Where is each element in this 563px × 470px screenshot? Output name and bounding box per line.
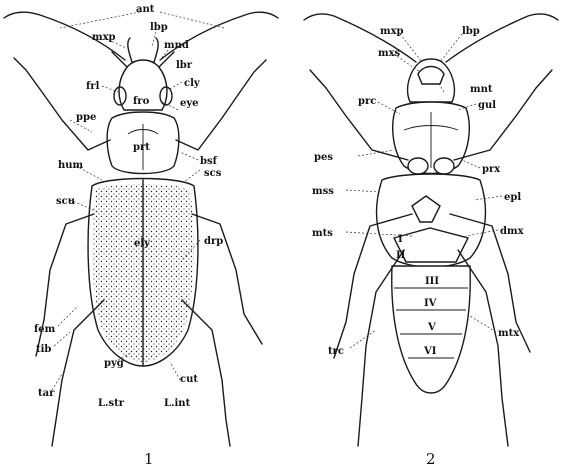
label2-prx: prx — [482, 164, 501, 175]
label-frl: frl — [86, 81, 100, 92]
label-fem: fem — [34, 324, 56, 335]
right-antenna — [160, 12, 278, 60]
label2-mxs: mxs — [378, 48, 401, 59]
label-lbp: lbp — [150, 22, 168, 33]
label-mnd: mnd — [164, 40, 189, 51]
label-lbr: lbr — [176, 60, 193, 71]
sternite-II: II — [396, 250, 406, 261]
sternite-I: I — [398, 234, 403, 245]
label2-mxp: mxp — [380, 26, 404, 37]
label2-lbp: lbp — [462, 26, 480, 37]
front-coxa-left — [408, 158, 428, 174]
label-l-str: L.str — [98, 398, 125, 409]
label-scs: scs — [204, 168, 222, 179]
label2-gul: gul — [478, 100, 496, 111]
label-ely: ely — [134, 238, 151, 249]
mouthparts — [418, 67, 444, 85]
sternite-VI: VI — [423, 346, 437, 357]
sternite-IV: IV — [424, 298, 437, 309]
right-mandible — [154, 38, 158, 62]
figure-2-number: 2 — [426, 450, 436, 468]
label-pyg: pyg — [104, 358, 124, 369]
label-ant: ant — [136, 4, 155, 15]
label-tib: tib — [36, 344, 51, 355]
sternite-V: V — [427, 322, 436, 333]
label-hum: hum — [58, 160, 84, 171]
label-prt: prt — [133, 142, 150, 153]
label2-prc: prc — [358, 96, 376, 107]
label-eye: eye — [180, 98, 199, 109]
sternite-III: III — [425, 276, 439, 287]
label2-mtx: mtx — [498, 328, 520, 339]
label-fro: fro — [133, 96, 150, 107]
label-cut: cut — [180, 374, 198, 385]
label2-pes: pes — [314, 152, 333, 163]
front-left-leg — [14, 58, 110, 150]
label2-mnt: mnt — [470, 84, 493, 95]
label2-trc: trc — [328, 346, 344, 357]
figure-1-number: 1 — [144, 450, 154, 468]
label2-mss: mss — [312, 186, 334, 197]
figure-1-dorsal-beetle — [4, 12, 278, 446]
label-tar: tar — [38, 388, 55, 399]
label2-dmx: dmx — [500, 226, 525, 237]
label-drp: drp — [204, 236, 223, 247]
label-l-int: L.int — [164, 398, 191, 409]
label2-mts: mts — [312, 228, 333, 239]
label2-epl: epl — [504, 192, 521, 203]
label-cly: cly — [184, 78, 201, 89]
left-mandible — [128, 38, 132, 62]
front-coxa-right — [434, 158, 454, 174]
mid-right-leg — [192, 214, 262, 344]
label-scu: scu — [56, 196, 75, 207]
label-bsf: bsf — [200, 156, 218, 167]
label-ppe: ppe — [76, 112, 96, 123]
right-antenna-2 — [446, 14, 558, 62]
label-mxp: mxp — [92, 32, 116, 43]
